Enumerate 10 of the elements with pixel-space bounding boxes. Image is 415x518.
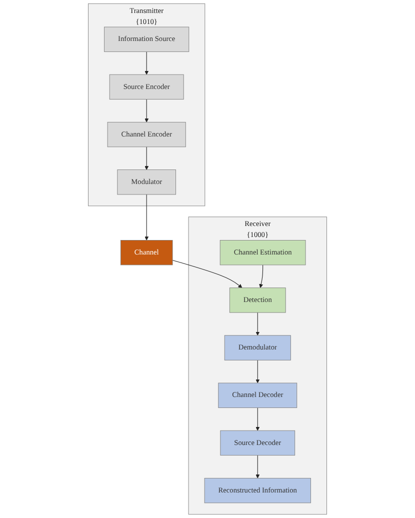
- arrow: [256, 360, 260, 384]
- arrow: [256, 455, 260, 478]
- arrow: [144, 99, 149, 122]
- arrow: [144, 146, 149, 170]
- arrow: [256, 312, 260, 336]
- arrow: [144, 194, 149, 240]
- arrow: [172, 260, 242, 288]
- arrow: [259, 264, 264, 288]
- arrow: [256, 407, 260, 431]
- arrow: [144, 51, 149, 75]
